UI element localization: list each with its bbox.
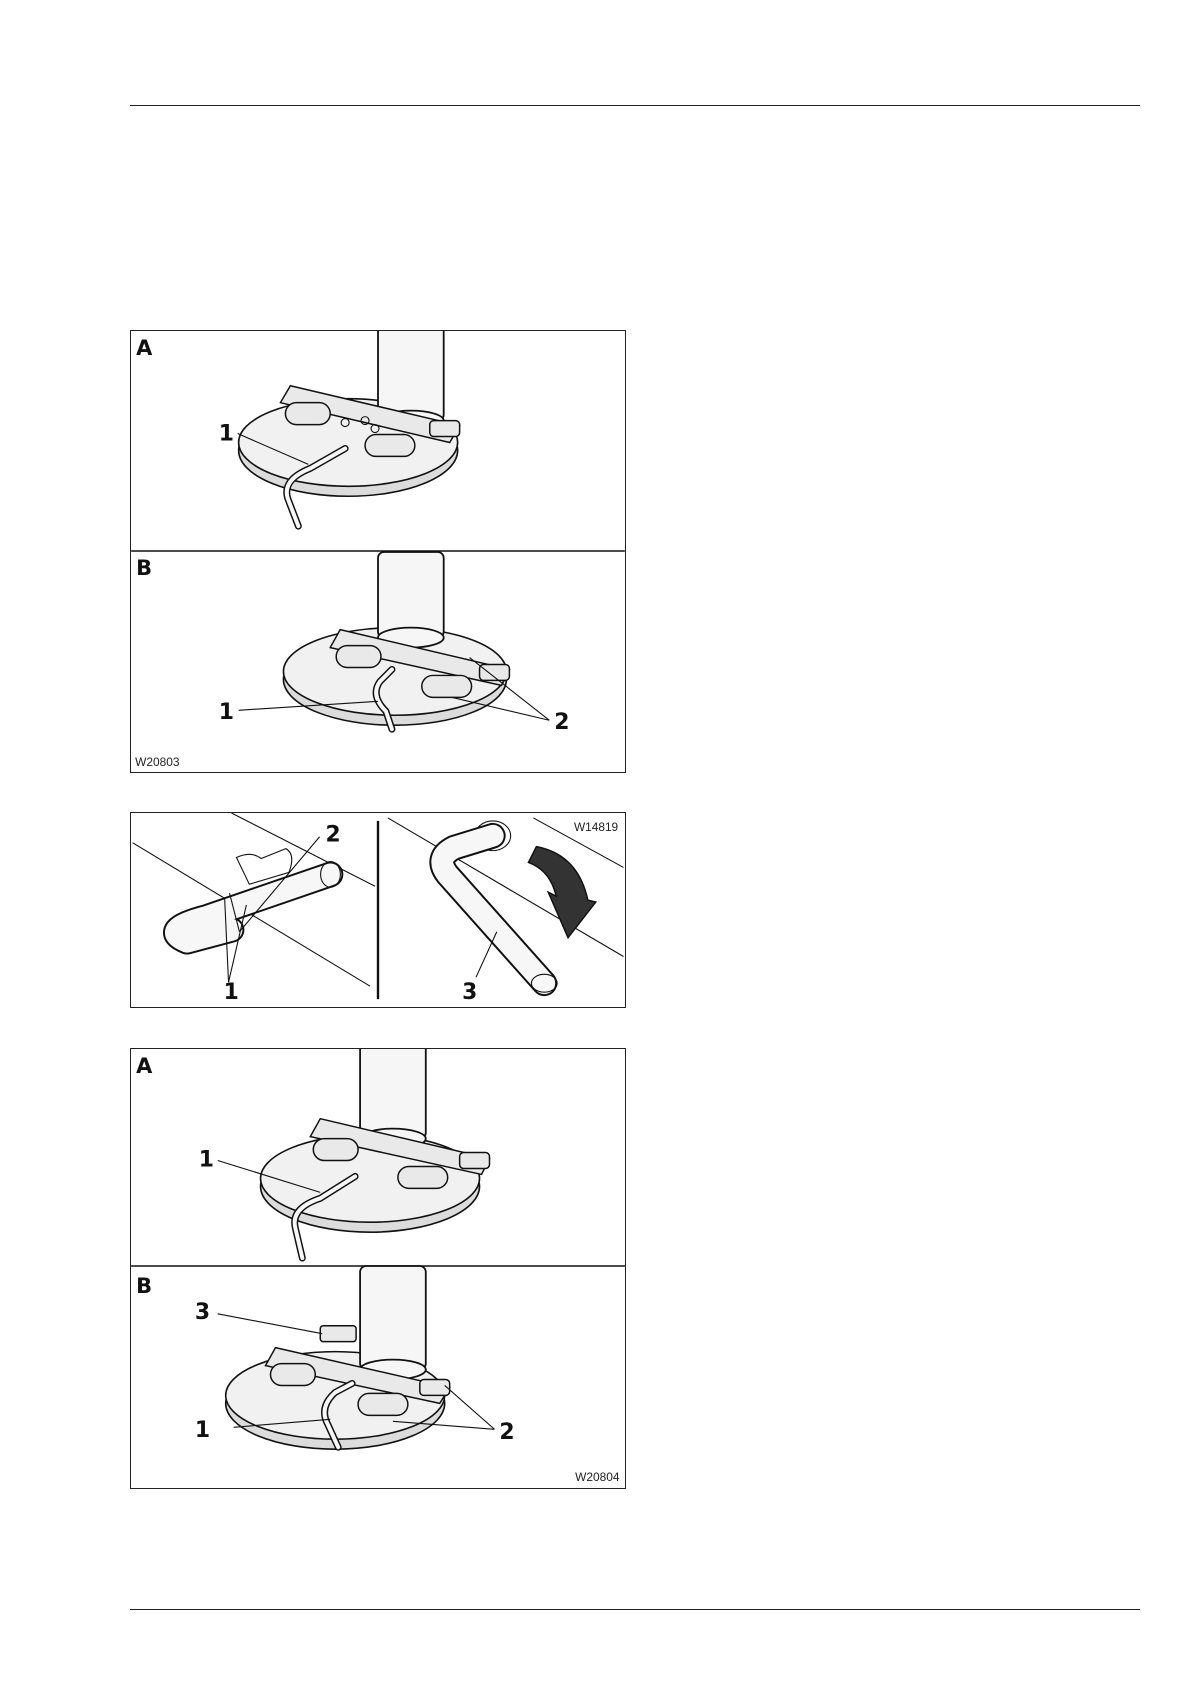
panel-b-drawing xyxy=(239,552,550,729)
right-detail-drawing xyxy=(388,818,624,992)
callout-1: 1 xyxy=(219,700,234,725)
figure-code: W14819 xyxy=(574,820,619,834)
callout-2: 2 xyxy=(499,1420,514,1445)
callout-1: 1 xyxy=(199,1147,214,1172)
callout-3: 3 xyxy=(195,1300,210,1325)
callout-2: 2 xyxy=(326,823,341,848)
panel-b-label: B xyxy=(136,1274,152,1298)
figure-3-illustration: A 1 B 3 1 2 W20804 xyxy=(131,1049,625,1488)
figure-pin-detail-w14819: 2 1 W14819 3 xyxy=(130,812,626,1008)
footer-rule xyxy=(130,1609,1140,1610)
figure-outrigger-pad-w20803: A 1 B 1 2 W20803 xyxy=(130,330,626,773)
panel-b-drawing xyxy=(218,1266,495,1449)
figure-2-illustration: 2 1 W14819 3 xyxy=(131,813,625,1007)
callout-1: 1 xyxy=(219,422,234,447)
panel-b-label: B xyxy=(136,556,152,580)
panel-a-drawing xyxy=(131,331,625,551)
callout-1: 1 xyxy=(224,980,239,1005)
callout-3: 3 xyxy=(462,980,477,1005)
panel-a-label: A xyxy=(136,1054,153,1078)
figure-code: W20803 xyxy=(135,755,180,769)
figure-outrigger-pad-w20804: A 1 B 3 1 2 W20804 xyxy=(130,1048,626,1489)
panel-a-label: A xyxy=(136,336,153,360)
figure-code: W20804 xyxy=(575,1470,620,1484)
figure-1-illustration: A 1 B 1 2 W20803 xyxy=(131,331,625,772)
header-rule xyxy=(130,105,1140,106)
callout-1: 1 xyxy=(195,1418,210,1443)
callout-2: 2 xyxy=(554,710,569,735)
